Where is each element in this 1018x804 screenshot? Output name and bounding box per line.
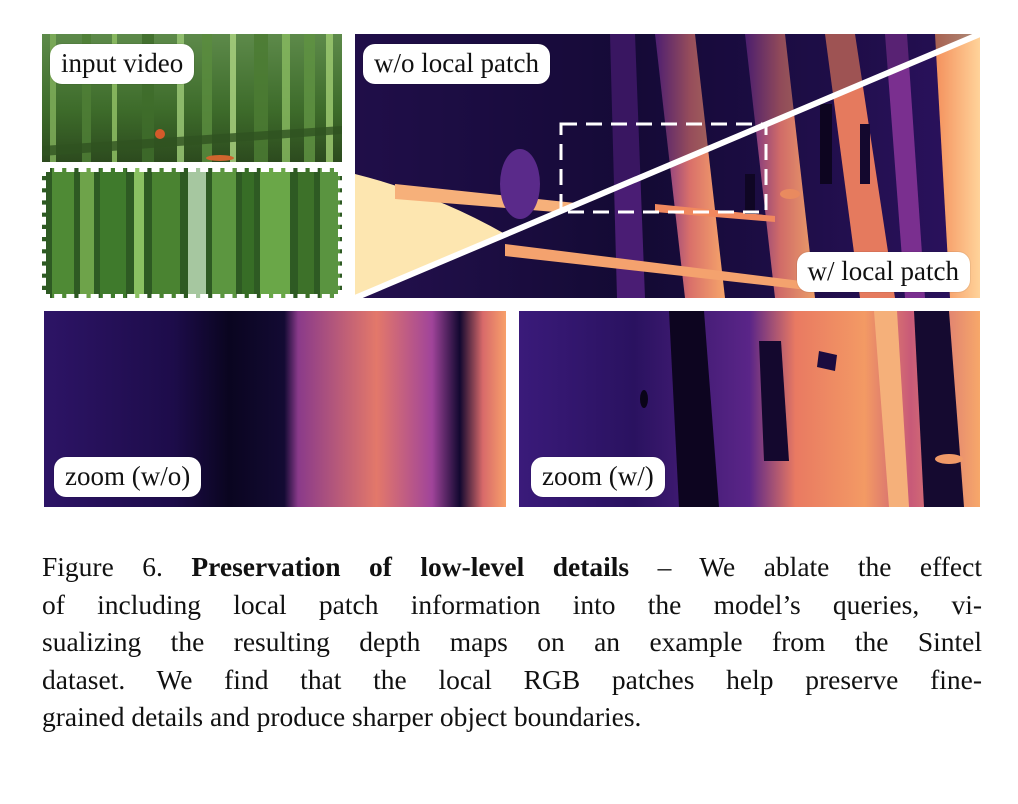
bamboo-closeup-image (42, 168, 342, 298)
input-video-frame: input video (42, 34, 342, 162)
figure-caption: Figure 6. Preservation of low-level deta… (42, 548, 982, 736)
zoom-with-label: zoom (w/) (531, 457, 665, 497)
zoom-without-panel: zoom (w/o) (44, 311, 506, 507)
local-patch-crop (42, 168, 342, 298)
input-video-label: input video (50, 44, 195, 84)
caption-line-3: sualizing the resulting depth maps on an… (42, 626, 982, 657)
caption-prefix: Figure 6. (42, 551, 163, 582)
with-local-patch-label: w/ local patch (796, 252, 970, 292)
zoom-without-label: zoom (w/o) (54, 457, 202, 497)
caption-title: Preservation of low-level details (191, 551, 630, 582)
caption-line-1-rest: – We ablate the effect (657, 551, 982, 582)
depth-map-comparison: w/o local patch w/ local patch (355, 34, 980, 298)
zoom-with-panel: zoom (w/) (519, 311, 980, 507)
zoom-region-box (559, 122, 768, 214)
caption-line-4: dataset. We find that the local RGB patc… (42, 663, 982, 695)
caption-line-5: grained details and produce sharper obje… (42, 701, 642, 732)
without-local-patch-label: w/o local patch (363, 44, 550, 84)
caption-line-1: Figure 6. Preservation of low-level deta… (42, 548, 982, 586)
caption-line-2: of including local patch information int… (42, 588, 982, 620)
